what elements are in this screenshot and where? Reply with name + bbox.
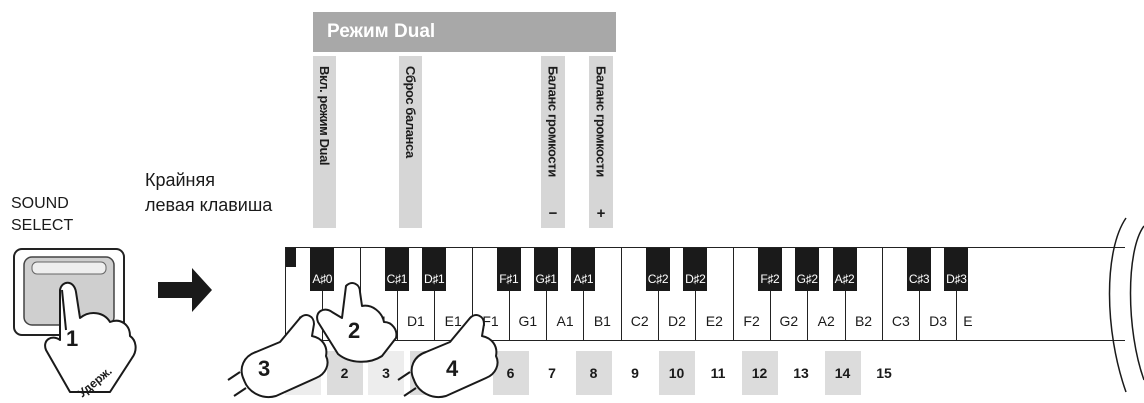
black-key: F♯2 <box>757 247 782 291</box>
key-number-cell: 3 <box>368 351 404 395</box>
hand-icon-step-3: 3 <box>227 314 329 398</box>
minus-sign: − <box>548 205 558 222</box>
leftmost-key-marker <box>286 247 296 267</box>
black-key: A♯0 <box>310 247 335 291</box>
white-key-label: F1 <box>482 313 499 329</box>
black-key: D♯3 <box>944 247 969 291</box>
step-3-number: 3 <box>258 356 270 381</box>
white-key-label: B1 <box>593 313 611 329</box>
black-key-label: C♯2 <box>647 272 669 286</box>
leftmost-key-line1: Крайняя <box>145 170 215 190</box>
black-key: D♯1 <box>422 247 447 291</box>
white-key-label: E2 <box>705 313 723 329</box>
black-key-label: A♯0 <box>312 272 333 286</box>
leftmost-key-line2: левая клавиша <box>145 195 273 215</box>
volume-balance-minus-label-bar: Баланс громкости − <box>541 56 565 228</box>
white-key-label: D2 <box>668 313 686 329</box>
key-number-cell: 11 <box>710 365 726 381</box>
white-key-label: C2 <box>630 313 649 329</box>
hand-icon-step-2: 2 <box>316 282 398 363</box>
black-key-label: A♯1 <box>573 272 594 286</box>
volume-balance-plus-label: Баланс громкости <box>593 66 609 177</box>
black-key-label: G♯1 <box>535 272 557 286</box>
white-key-label: G1 <box>518 313 538 329</box>
black-key: A♯1 <box>571 247 596 291</box>
volume-balance-minus-label: Баланс громкости <box>545 66 561 177</box>
white-key-label: D1 <box>406 313 425 329</box>
dual-on-label: Вкл. режим Dual <box>317 66 332 166</box>
white-key-label: C3 <box>891 313 910 329</box>
white-key-label: B2 <box>854 313 873 329</box>
black-key-label: C♯3 <box>908 272 930 286</box>
balance-reset-label: Сброс баланса <box>403 66 418 158</box>
white-key-label: E <box>963 313 973 329</box>
black-key-label: G♯2 <box>796 272 818 286</box>
black-key-label: A♯2 <box>834 272 855 286</box>
sound-select-line2: SELECT <box>11 217 74 234</box>
black-key: D♯2 <box>683 247 708 291</box>
black-key-label: F♯2 <box>760 272 780 286</box>
black-key-label: C♯1 <box>386 272 408 286</box>
volume-balance-plus-label-bar: Баланс громкости + <box>589 56 613 228</box>
step-1-number: 1 <box>66 326 78 351</box>
plus-sign: + <box>596 205 606 222</box>
hand-icon-step-4: 4 <box>397 314 499 398</box>
black-key: G♯1 <box>534 247 559 291</box>
arrow-right-icon <box>158 268 212 312</box>
key-number-cell: 10 <box>658 351 695 395</box>
black-key: C♯1 <box>384 247 409 291</box>
dual-mode-header: Режим Dual <box>313 12 616 52</box>
dual-on-label-bar: Вкл. режим Dual <box>313 56 336 228</box>
key-number-cell: 7 <box>548 365 556 381</box>
step-4-number: 4 <box>446 356 459 381</box>
key-number-cell: 15 <box>876 365 892 381</box>
white-key: F2 <box>732 247 770 341</box>
step-2-number: 2 <box>348 318 360 343</box>
balance-reset-label-bar: Сброс баланса <box>399 56 422 228</box>
key-number-cell: 6 <box>492 351 529 395</box>
black-key-label: F♯1 <box>499 272 519 286</box>
sound-select-line1: SOUND <box>11 195 69 212</box>
keyboard-top-edge <box>285 247 1125 248</box>
key-number-cell: 14 <box>824 351 861 395</box>
key-number-cell: 12 <box>741 351 778 395</box>
key-number-cell: 13 <box>793 365 809 381</box>
black-key-label: D♯3 <box>946 272 967 286</box>
black-key-label: D♯1 <box>423 272 445 286</box>
white-key-label: D3 <box>929 313 948 329</box>
white-key-label: A2 <box>817 313 835 329</box>
keyboard-bottom-edge <box>285 340 1125 341</box>
sound-select-label: SOUND SELECT <box>11 193 73 237</box>
black-key: G♯2 <box>795 247 820 291</box>
black-key: C♯3 <box>907 247 932 291</box>
white-key-label: E1 <box>444 313 462 329</box>
white-key-label: F2 <box>743 313 760 329</box>
black-key: F♯1 <box>496 247 521 291</box>
white-key-label: G2 <box>779 313 799 329</box>
keyboard-end-curve <box>1108 217 1144 393</box>
white-key-label: A1 <box>556 313 574 329</box>
leftmost-key-label: Крайняя левая клавиша <box>145 168 272 218</box>
black-key: A♯2 <box>832 247 857 291</box>
black-key-label: D♯2 <box>685 272 706 286</box>
key-number-cell: 9 <box>631 365 639 381</box>
key-number-cell: 8 <box>575 351 612 395</box>
hand-icon-step-1: 1 <box>44 281 137 393</box>
black-key: C♯2 <box>646 247 670 291</box>
